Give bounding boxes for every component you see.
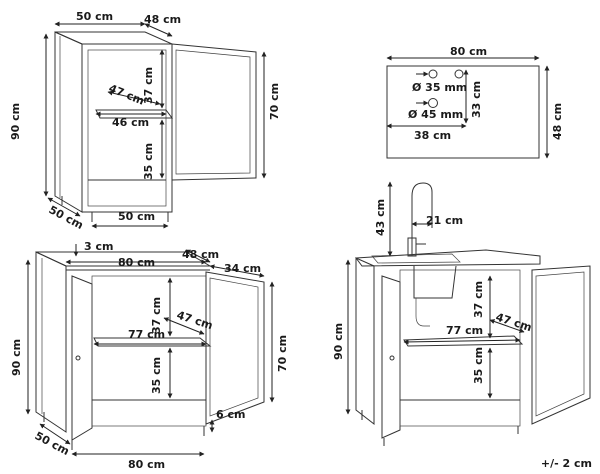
double-lower-comp-label: 35 cm [150, 357, 163, 394]
small-shelf-width-label: 46 cm [112, 116, 149, 129]
tolerance-note: +/- 2 cm [540, 457, 592, 470]
double-cabinet-side [35, 251, 67, 433]
sink-upper-comp-label: 37 cm [472, 281, 485, 318]
small-depth-top-label: 48 cm [144, 13, 181, 26]
small-cabinet-top [54, 31, 173, 45]
faucet [411, 182, 433, 256]
basin-width-label: 38 cm [414, 129, 451, 142]
small-width-top-label: 50 cm [76, 10, 113, 23]
small-height-label: 90 cm [9, 103, 22, 140]
double-right-door [205, 271, 265, 425]
double-cabinet-drawing: 3 cm 48 cm 80 cm 34 cm 90 cm 37 cm 47 cm… [10, 240, 289, 471]
sink-basin [371, 253, 461, 264]
leg-height-label: 6 cm [216, 408, 245, 421]
small-door-height-label: 70 cm [268, 83, 281, 120]
sink-cabinet-top [355, 249, 541, 267]
small-upper-comp-label: 37 cm [142, 67, 155, 104]
double-depth-bottom-label: 50 cm [33, 429, 72, 458]
sink-width-label: 80 cm [450, 45, 487, 58]
double-top-width-label: 80 cm [118, 256, 155, 269]
double-upper-comp-label: 37 cm [150, 297, 163, 334]
small-shelf-depth-label: 47 cm [107, 82, 146, 108]
hole-35mm [428, 69, 438, 79]
small-cabinet-drawing: 50 cm 48 cm 90 cm 37 cm 47 cm 46 cm 35 c… [9, 10, 281, 232]
hole-extra [454, 69, 464, 79]
sink-shelf-depth-label: 47 cm [494, 310, 533, 334]
small-cabinet-side [54, 31, 83, 213]
double-left-door [71, 275, 93, 441]
hole-35-label: Ø 35 mm [412, 81, 467, 94]
small-width-bottom-label: 50 cm [118, 210, 155, 223]
double-door-height-label: 70 cm [276, 335, 289, 372]
sink-top-view: 80 cm 48 cm Ø 35 mm Ø 45 mm 33 cm 38 cm [386, 45, 564, 159]
double-height-label: 90 cm [10, 339, 23, 376]
sink-cabinet-drawing: 43 cm 21 cm 90 cm 37 cm 47 cm 77 cm 35 c… [332, 181, 591, 446]
sink-height-label: 90 cm [332, 323, 345, 360]
small-depth-bottom-label: 50 cm [47, 203, 86, 232]
double-top-depth-label: 48 cm [182, 248, 219, 261]
basin-depth-label: 33 cm [470, 81, 483, 118]
hole-45-label: Ø 45 mm [408, 108, 463, 121]
double-width-bottom-label: 80 cm [128, 458, 165, 471]
small-cabinet-door [171, 43, 257, 181]
countertop-outline [386, 65, 540, 159]
hole-45mm [428, 98, 438, 108]
faucet-height-label: 43 cm [374, 199, 387, 236]
sink-lower-comp-label: 35 cm [472, 347, 485, 384]
top-thickness-label: 3 cm [84, 240, 113, 253]
double-shelf-depth-label: 47 cm [175, 308, 214, 332]
small-lower-comp-label: 35 cm [142, 143, 155, 180]
sink-depth-label: 48 cm [551, 103, 564, 140]
door-width-label: 34 cm [224, 262, 261, 275]
double-shelf-width-label: 77 cm [128, 328, 165, 341]
sink-shelf-width-label: 77 cm [446, 324, 483, 337]
sink-left-door [381, 275, 401, 439]
faucet-body [407, 237, 417, 257]
sink-cabinet-side [355, 257, 375, 426]
sink-right-door [531, 265, 591, 425]
spout-reach-label: 21 cm [426, 214, 463, 227]
